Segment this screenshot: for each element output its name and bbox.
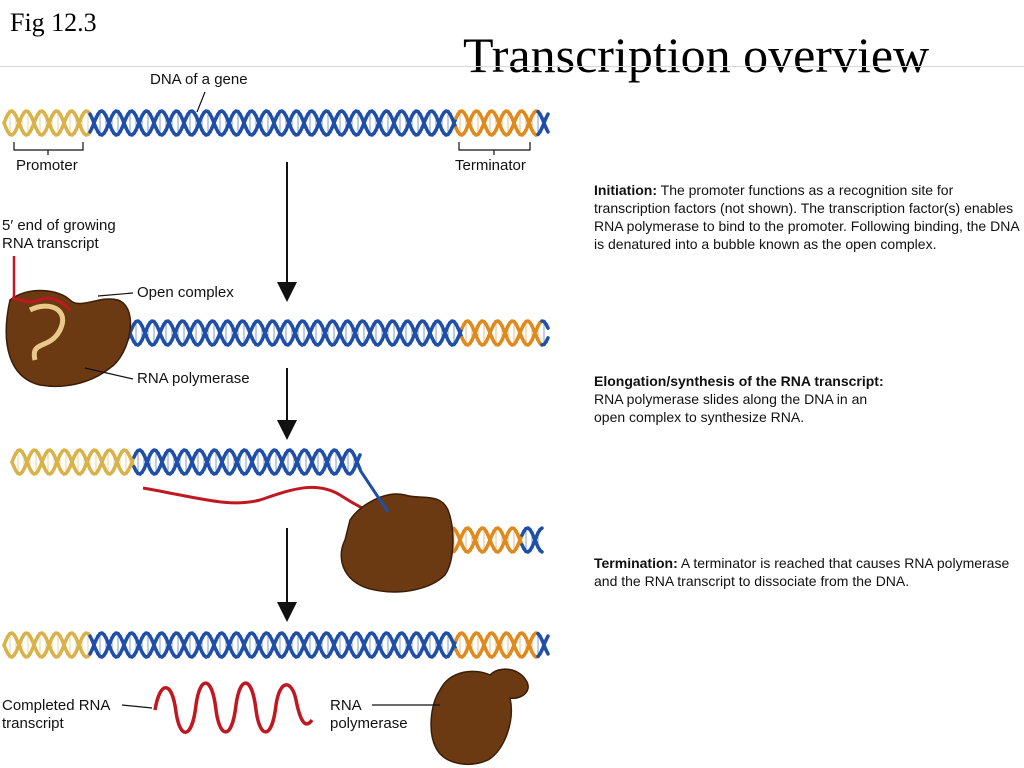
dna-row-termination — [2, 631, 550, 765]
step-initiation-heading: Initiation: — [594, 182, 657, 198]
dna-row-open-complex — [5, 256, 550, 388]
dna-strand-segment — [538, 526, 544, 532]
step-initiation-text: The promoter functions as a recognition … — [594, 182, 1019, 252]
terminator-label: Terminator — [455, 157, 526, 174]
rna-polymerase-shape — [5, 289, 132, 388]
open-complex-bubble — [28, 303, 66, 361]
five-prime-label-line2: RNA transcript — [2, 235, 99, 252]
rna-polymerase-moving — [340, 493, 454, 593]
completed-rna-label-line2: transcript — [2, 715, 64, 732]
step-elongation-heading: Elongation/synthesis of the RNA transcri… — [594, 373, 884, 389]
slide-title: Transcription overview — [463, 27, 930, 83]
dna-bubble-strand — [358, 469, 390, 513]
completed-rna-label-line1: Completed RNA — [2, 697, 111, 714]
figure-label: Fig 12.3 — [10, 8, 97, 37]
completed-rna-transcript — [153, 681, 314, 734]
dna-row-elongation — [10, 448, 544, 593]
step-termination-heading: Termination: — [594, 555, 678, 571]
dna-strand-segment — [544, 126, 550, 134]
dna-strand-segment — [544, 634, 550, 642]
five-prime-label-line1: 5′ end of growing — [2, 217, 116, 234]
title-divider — [0, 66, 1024, 67]
step-elongation-text: RNA polymerase slides along the DNA in a… — [594, 391, 868, 425]
promoter-bracket — [13, 142, 84, 155]
rna-polymerase-label: RNA polymerase — [137, 370, 250, 387]
released-rna-polymerase — [430, 668, 529, 765]
step-elongation: Elongation/synthesis of the RNA transcri… — [594, 372, 1024, 426]
rna-polymerase-pointer — [84, 367, 134, 380]
polymerase-label-line2: polymerase — [330, 715, 408, 732]
terminator-bracket — [458, 142, 531, 155]
open-complex-label: Open complex — [137, 284, 234, 301]
dna-strand-segment — [544, 648, 550, 656]
dna-strand-segment — [544, 336, 550, 344]
dna-row-initial — [2, 91, 550, 155]
polymerase-label: RNA polymerase — [330, 697, 408, 733]
dna-strand-segment — [544, 112, 550, 120]
dna-gene-label: DNA of a gene — [150, 71, 248, 88]
growing-rna-strand — [11, 296, 72, 312]
open-complex-pointer — [97, 292, 134, 297]
five-prime-label: 5′ end of growing RNA transcript — [2, 217, 116, 253]
dna-strand-segment — [538, 548, 544, 554]
promoter-label: Promoter — [16, 157, 78, 174]
dna-gene-pointer — [196, 91, 206, 113]
completed-rna-label: Completed RNA transcript — [2, 697, 110, 733]
polymerase-label-line1: RNA — [330, 697, 362, 714]
step-termination-text: A terminator is reached that causes RNA … — [594, 555, 1010, 589]
dna-strand-segment — [356, 462, 362, 471]
step-initiation: Initiation: The promoter functions as a … — [594, 181, 1024, 253]
dna-strand-segment — [356, 453, 362, 462]
dna-strand-segment — [544, 322, 550, 330]
completed-rna-pointer — [121, 704, 153, 709]
step-termination: Termination: A terminator is reached tha… — [594, 554, 1024, 590]
